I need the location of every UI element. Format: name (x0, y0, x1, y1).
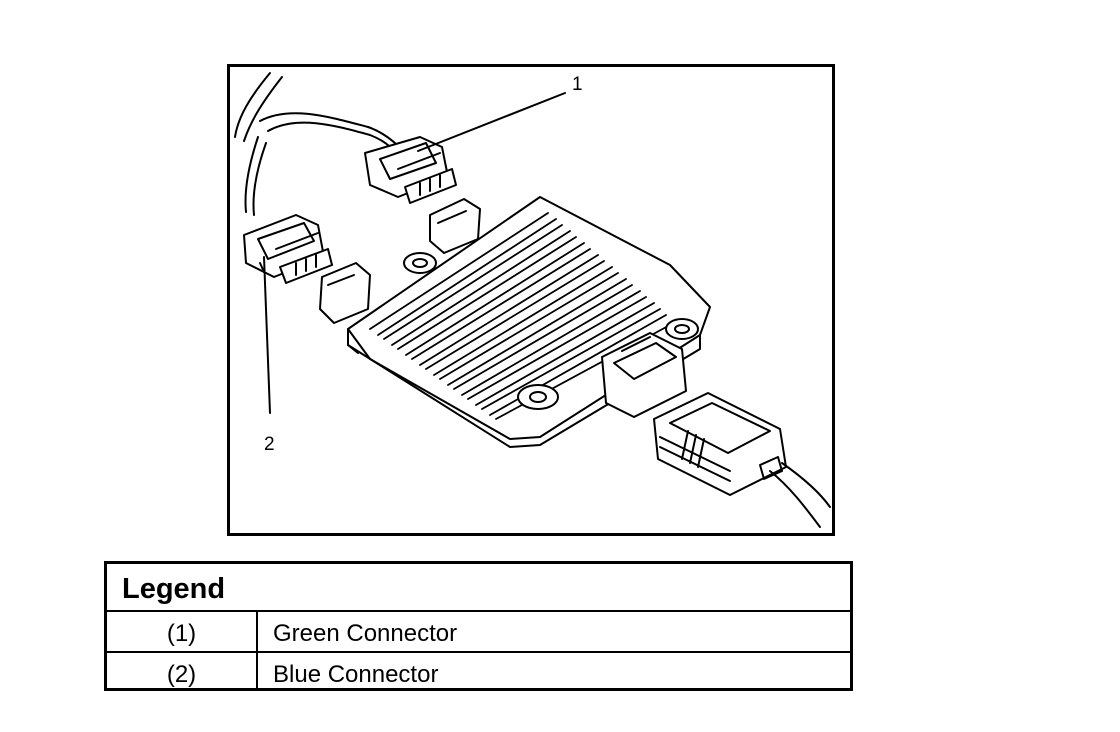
figure-frame: 1 2 (227, 64, 835, 536)
legend-row: (2) Blue Connector (107, 653, 850, 691)
legend-row-number: (1) (166, 620, 197, 647)
legend-title: Legend (122, 573, 226, 605)
callout-2: 2 (264, 434, 275, 455)
module-body (319, 196, 711, 448)
mating-plug (653, 392, 831, 528)
leader-line-1 (417, 92, 566, 152)
legend-row-description-cell: Green Connector (273, 612, 457, 651)
legend-row: (1) Green Connector (107, 612, 850, 653)
legend-row-number-cell: (2) (107, 653, 258, 691)
module-side-connector (601, 332, 687, 418)
legend-row-number: (2) (166, 661, 197, 688)
legend-row-description: Green Connector (273, 620, 458, 647)
cooling-fins (369, 212, 671, 420)
leader-line-2 (263, 256, 271, 414)
legend-row-description: Blue Connector (273, 661, 439, 688)
legend-header: Legend (107, 564, 850, 612)
legend-table: Legend (1) Green Connector (2) Blue Conn… (104, 561, 853, 691)
legend-row-description-cell: Blue Connector (273, 653, 438, 691)
callout-1: 1 (572, 74, 583, 95)
blue-connector-2 (243, 214, 333, 284)
legend-row-number-cell: (1) (107, 612, 258, 651)
green-connector-1 (364, 136, 457, 204)
wiring-harness (234, 72, 396, 216)
module-illustration (234, 72, 831, 528)
